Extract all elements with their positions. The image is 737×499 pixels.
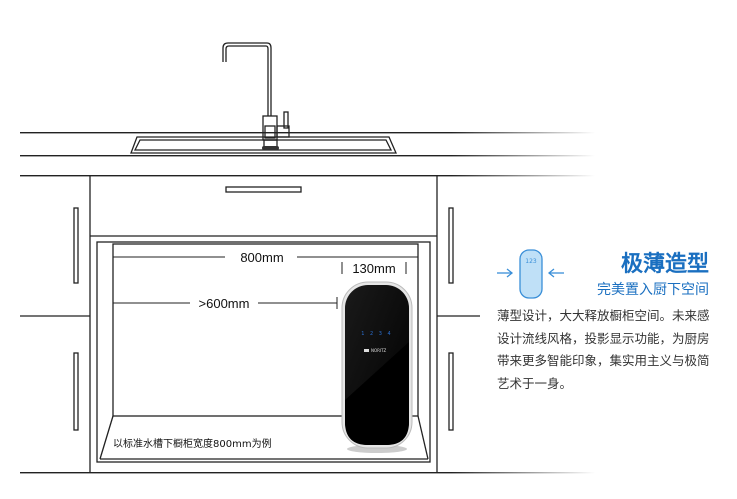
device-display: 1 2 3 4: [361, 331, 393, 337]
feature-title: 极薄造型: [620, 252, 709, 277]
sink: [130, 136, 397, 154]
icon-digits: 123: [525, 258, 537, 265]
width-label: 800mm: [240, 250, 283, 265]
faucet: [222, 42, 290, 150]
space-label: >600mm: [199, 296, 250, 311]
cabinet-note: 以标准水槽下橱柜宽度800mm为例: [113, 437, 272, 450]
cabinet: [20, 175, 480, 473]
feature-subtitle: 完美置入厨下空间: [597, 282, 709, 298]
cabinet-door-handles: [73, 207, 454, 431]
water-purifier-device: 1 2 3 4 NORITZ: [341, 281, 413, 453]
depth-label: 130mm: [352, 261, 395, 276]
countertop: [20, 132, 595, 474]
feature-description: 薄型设计，大大释放橱柜空间。未来感设计流线风格，投影显示功能，为厨房带来更多智能…: [497, 308, 710, 391]
space-dimension: >600mm: [113, 296, 338, 311]
width-dimension: 800mm: [113, 250, 418, 265]
depth-dimension: 130mm: [341, 261, 407, 276]
slim-feature-icon: 123: [497, 249, 564, 299]
brand-logo-icon: [364, 349, 369, 352]
device-brand: NORITZ: [371, 348, 387, 353]
